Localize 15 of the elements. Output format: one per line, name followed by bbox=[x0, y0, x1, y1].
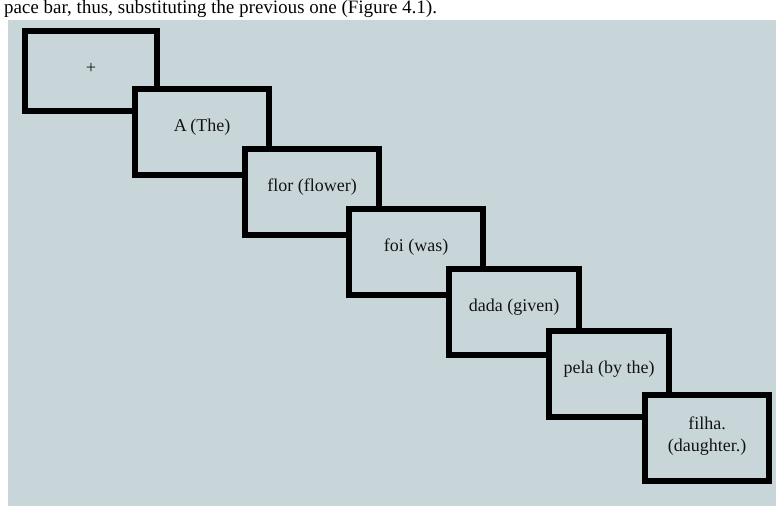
word-text: filha. (daughter.) bbox=[666, 412, 748, 456]
word-text: pela (by the) bbox=[564, 356, 654, 378]
word-frame bbox=[346, 206, 486, 298]
word-text: flor (flower) bbox=[267, 174, 357, 196]
word-text: dada (given) bbox=[468, 294, 560, 316]
word-frame bbox=[22, 28, 160, 114]
word-text: + bbox=[86, 56, 96, 78]
text-fragment: pace bar, thus, substituting the previous one (Figure 4.1). bbox=[4, 0, 437, 19]
word-frame bbox=[546, 328, 672, 420]
word-frame bbox=[132, 86, 272, 178]
word-frame bbox=[446, 266, 582, 358]
word-frame bbox=[642, 392, 772, 484]
word-frame bbox=[242, 146, 382, 238]
word-text: foi (was) bbox=[384, 234, 448, 256]
word-text: A (The) bbox=[174, 114, 230, 136]
